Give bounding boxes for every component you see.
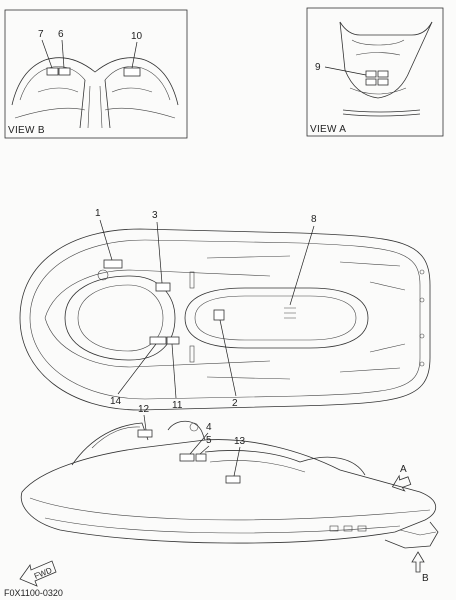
figure-code: F0X1100-0320 [4, 588, 63, 598]
callout-5: 5 [206, 435, 212, 446]
leader-3 [156, 221, 163, 284]
view-a-frame [306, 7, 444, 137]
callout-9: 9 [315, 62, 321, 73]
view-b-inset: 7 6 10 VIEW B [4, 9, 188, 139]
leader-13 [233, 446, 241, 477]
view-b-arrow: B [411, 551, 429, 584]
callout-1: 1 [95, 208, 101, 219]
view-a-drawing [339, 21, 433, 117]
view-a-caption: VIEW A [310, 124, 346, 135]
view-a-arrow: A [391, 464, 412, 492]
callout-2: 2 [232, 398, 238, 409]
side-view-hull [20, 420, 439, 549]
top-view-hull [19, 228, 431, 411]
leader-8 [289, 225, 315, 306]
leader-4 [189, 432, 209, 455]
view-b-caption: VIEW B [8, 125, 45, 136]
view-b-arrow-label: B [422, 573, 429, 584]
side-view-decals [137, 429, 241, 484]
leader-14 [117, 343, 157, 395]
view-a-inset: 9 VIEW A [306, 7, 444, 137]
leader-5 [199, 445, 210, 455]
leader-2 [219, 319, 237, 397]
leader-10 [131, 41, 138, 69]
view-b-drawing [11, 57, 179, 129]
side-view: 12 4 5 13 A B FWD [19, 404, 439, 587]
leader-1 [99, 219, 113, 261]
callout-6: 6 [58, 29, 64, 40]
view-b-frame [4, 9, 188, 139]
callout-11: 11 [172, 400, 183, 411]
callout-10: 10 [131, 31, 143, 42]
callout-12: 12 [138, 404, 150, 415]
leader-11 [171, 343, 177, 399]
callout-3: 3 [152, 210, 158, 221]
top-view: 1 3 8 14 11 2 [19, 208, 431, 411]
callout-4: 4 [206, 422, 212, 433]
callout-14: 14 [110, 396, 122, 407]
leader-12 [143, 414, 147, 431]
callout-8: 8 [311, 214, 317, 225]
fwd-arrow: FWD [19, 560, 57, 587]
leader-9 [324, 66, 367, 76]
callout-13: 13 [234, 436, 246, 447]
leader-7 [41, 39, 53, 69]
callout-7: 7 [38, 29, 44, 40]
top-view-decals [103, 259, 225, 345]
view-a-arrow-label: A [400, 464, 407, 475]
leader-6 [61, 39, 65, 69]
